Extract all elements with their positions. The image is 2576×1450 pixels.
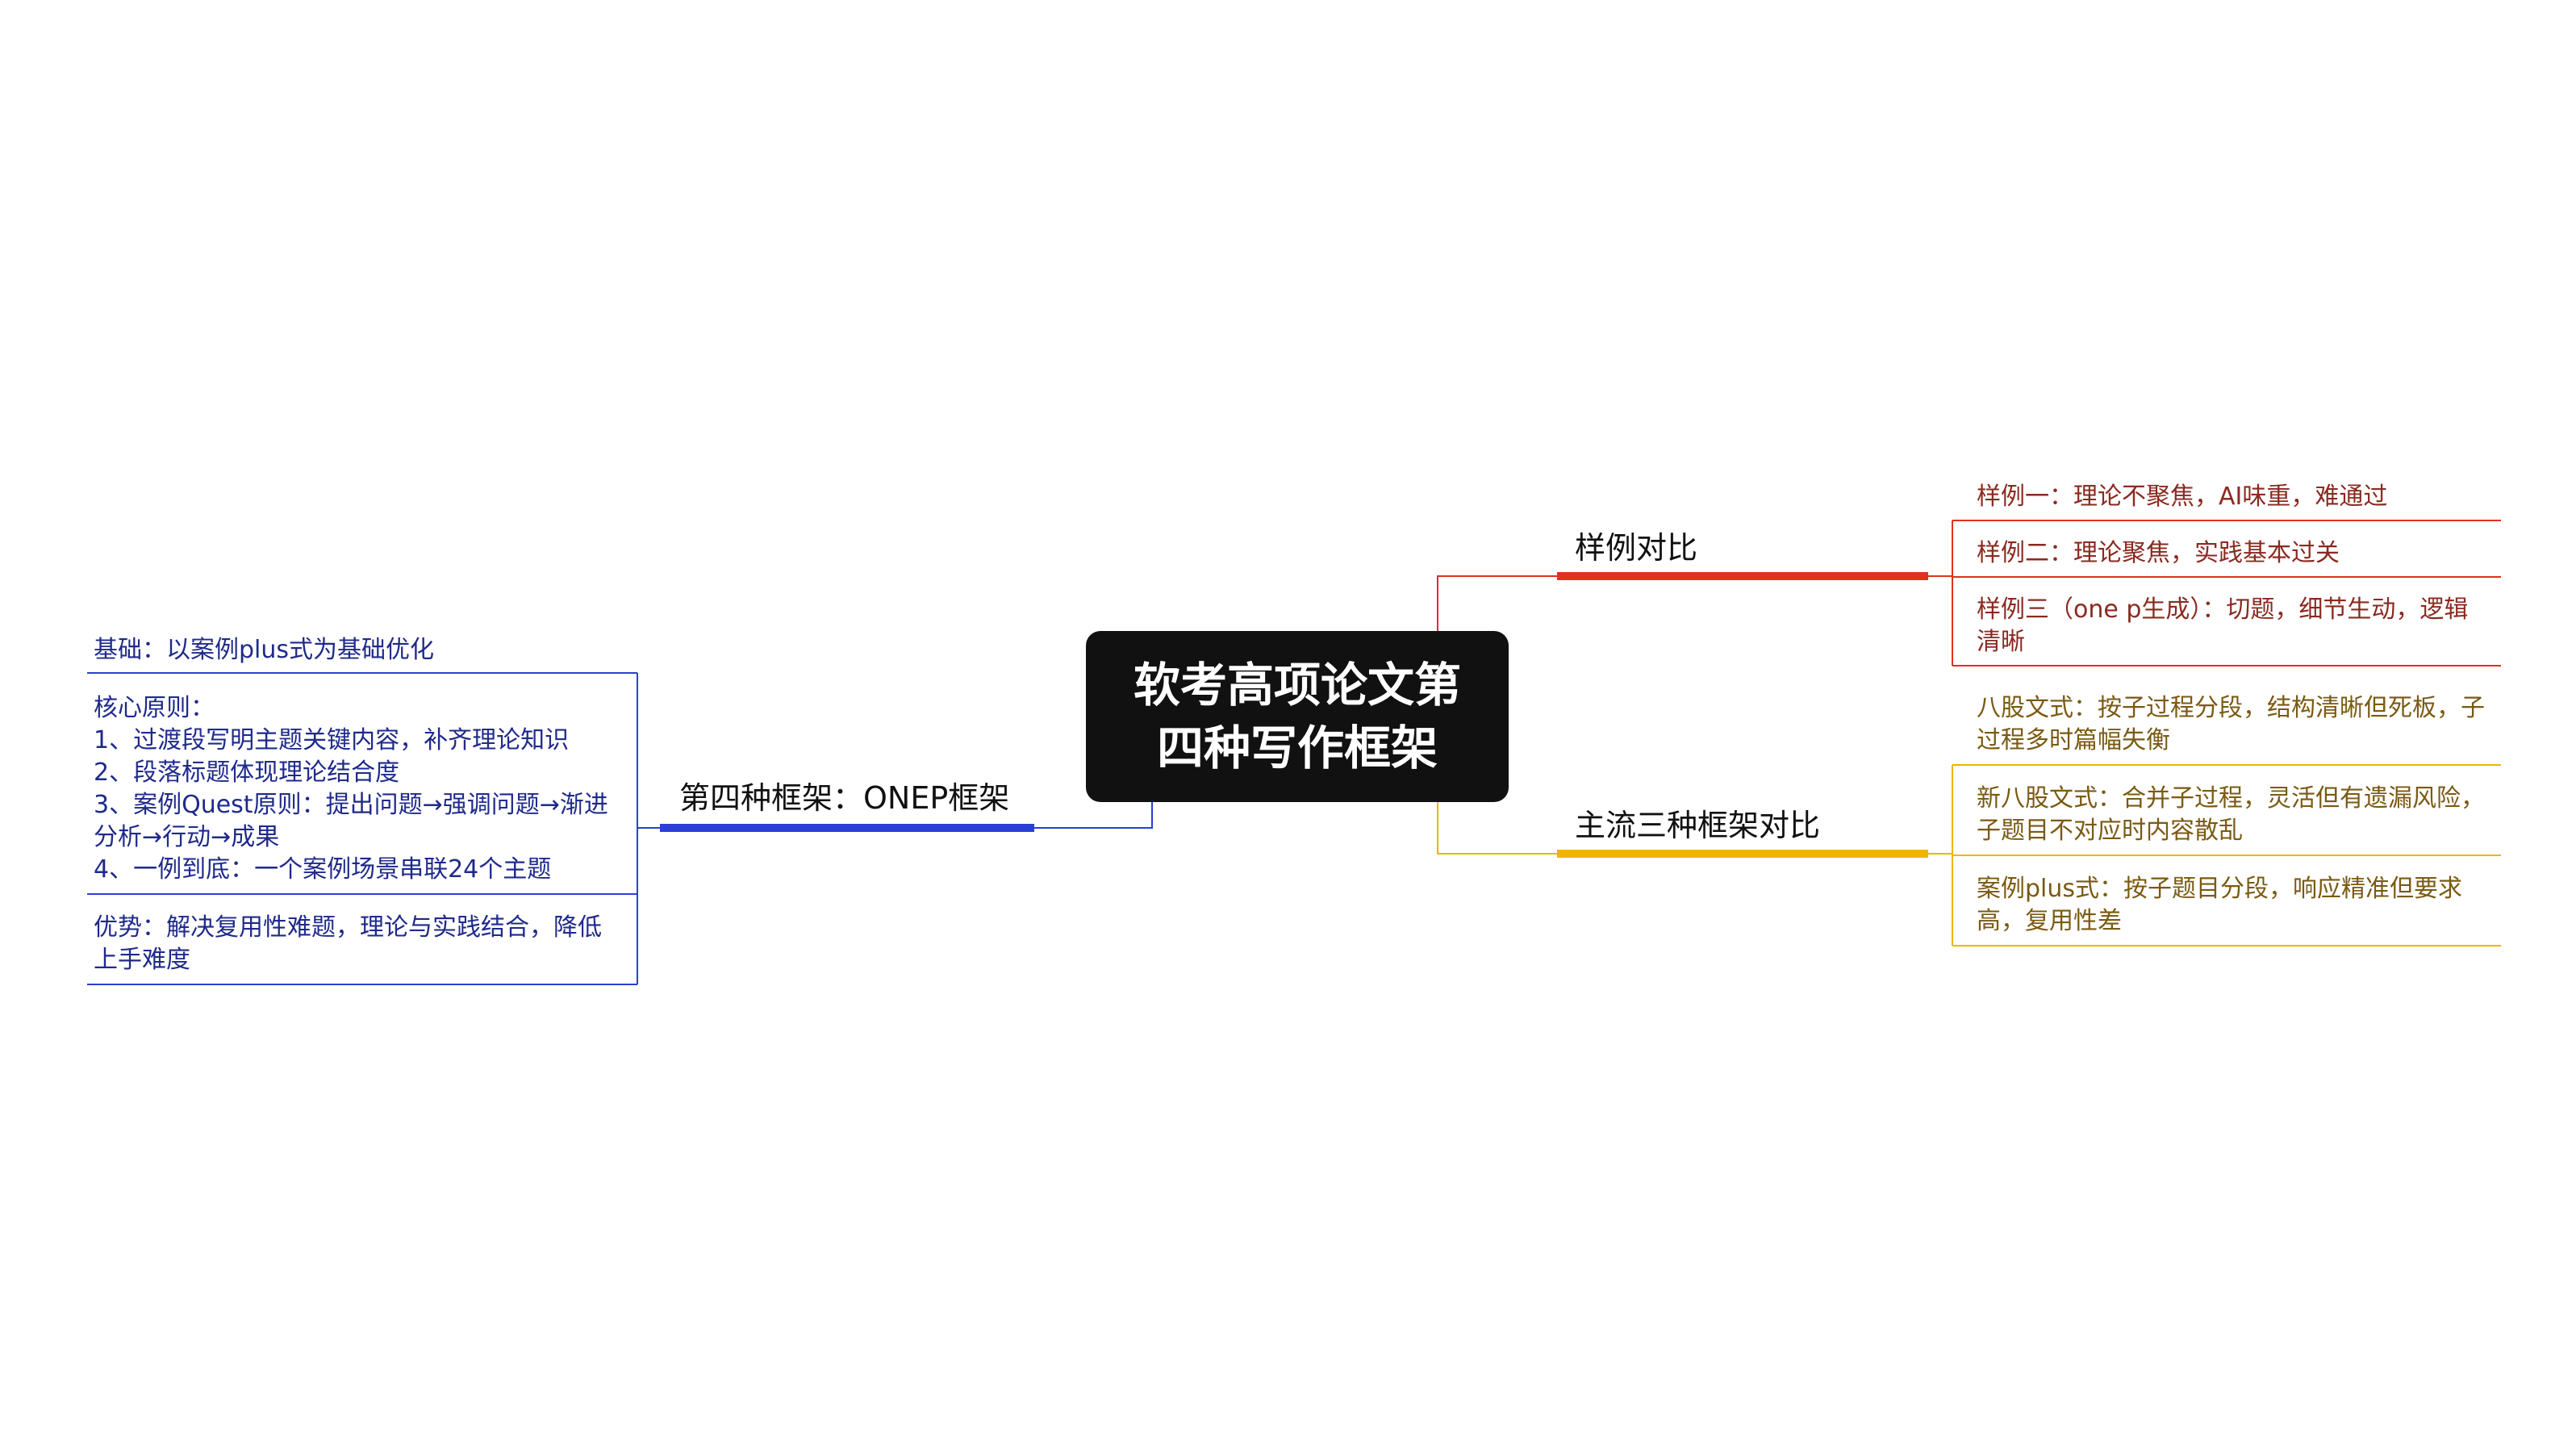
root-title-line-1: 软考高项论文第 <box>1133 658 1461 712</box>
bracket-sample-compare <box>1928 520 1953 666</box>
leaf-sample-3[interactable]: 样例三（one p生成）：切题，细节生动，逻辑 清晰 <box>1977 595 2469 656</box>
branch-onep[interactable]: 第四种框架：ONEP框架 <box>679 780 1010 816</box>
branch-three-frameworks[interactable]: 主流三种框架对比 <box>1575 808 1821 843</box>
connector-root-to-sample-compare <box>1437 575 1557 631</box>
branch-sample-compare[interactable]: 样例对比 <box>1575 530 1698 566</box>
leaf-sample-1[interactable]: 样例一：理论不聚焦，AI味重，难通过 <box>1977 483 2388 511</box>
leaf-framework-3[interactable]: 案例plus式：按子题目分段，响应精准但要求 高，复用性差 <box>1977 875 2463 935</box>
bracket-three-frameworks <box>1928 765 1953 946</box>
leaf-onep-advantage[interactable]: 优势：解决复用性难题，理论与实践结合，降低 上手难度 <box>94 913 602 974</box>
connector-root-to-onep <box>1034 802 1153 829</box>
leaf-onep-principles[interactable]: 核心原则： 1、过渡段写明主题关键内容，补齐理论知识 2、段落标题体现理论结合度… <box>94 694 608 884</box>
leaf-framework-1[interactable]: 八股文式：按子过程分段，结构清晰但死板，子 过程多时篇幅失衡 <box>1977 694 2485 754</box>
connector-root-to-three-frameworks <box>1437 802 1557 855</box>
root-title-line-2: 四种写作框架 <box>1156 721 1438 775</box>
bracket-onep <box>637 673 660 984</box>
leaf-framework-2[interactable]: 新八股文式：合并子过程，灵活但有遗漏风险， 子题目不对应时内容散乱 <box>1977 784 2485 845</box>
root-node[interactable]: 软考高项论文第 四种写作框架 <box>1086 631 1509 802</box>
leaf-sample-2[interactable]: 样例二：理论聚焦，实践基本过关 <box>1977 539 2340 567</box>
leaf-onep-basis[interactable]: 基础：以案例plus式为基础优化 <box>94 636 435 664</box>
